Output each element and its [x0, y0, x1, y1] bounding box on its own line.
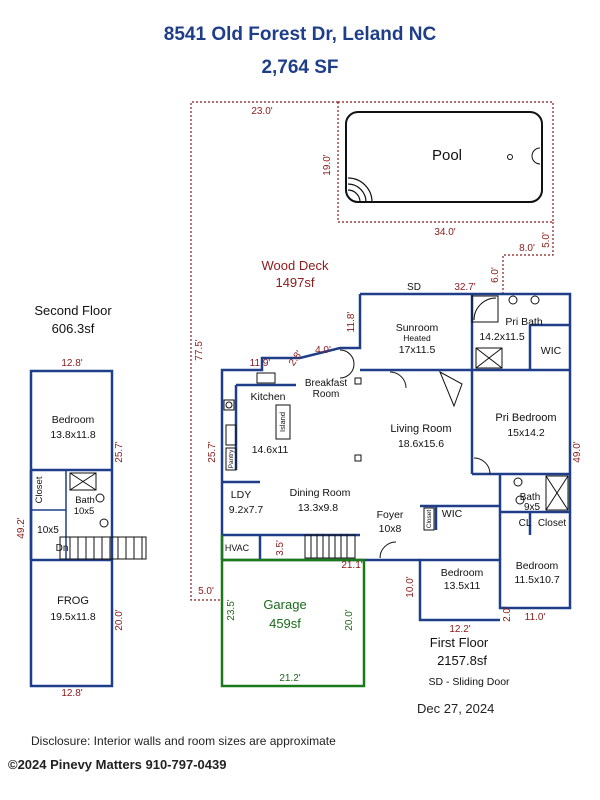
bedroom-wic-label: WIC	[442, 508, 463, 520]
garage-area: 459sf	[269, 616, 301, 631]
dim-deck-top: 23.0'	[251, 106, 272, 117]
cl-label: CL	[519, 518, 532, 529]
pri-bedroom-label: Pri Bedroom	[495, 412, 556, 424]
dim-second-right2: 20.0'	[114, 609, 125, 630]
second-bedroom-label: Bedroom	[52, 414, 95, 426]
dim-garage-left: 23.5'	[226, 599, 237, 620]
sunroom-heated: Heated	[403, 333, 431, 343]
dim-kitchen-top: 11.9'	[250, 358, 271, 369]
sunroom-size: 17x11.5	[399, 344, 436, 356]
dim-deck-step3: 6.0'	[490, 267, 501, 283]
second-bath-label: Bath	[75, 495, 95, 506]
pri-bath-size: 14.2x11.5	[479, 331, 525, 343]
address-title: 8541 Old Forest Dr, Leland NC	[163, 24, 437, 45]
second-floor-walls	[29, 369, 114, 688]
dim-4: 4.0'	[315, 345, 331, 356]
garage-label: Garage	[263, 597, 306, 612]
kitchen-label: Kitchen	[250, 391, 285, 403]
bedroom-a-size: 13.5x11	[444, 580, 481, 592]
dim-sunroom-top: 32.7'	[454, 282, 475, 293]
dim-first-left: 25.7'	[207, 441, 218, 462]
dim-deck-left: 77.5'	[194, 339, 205, 360]
pantry-label: Pantry	[228, 449, 235, 469]
dining-size: 13.3x9.8	[298, 502, 338, 514]
first-floor-fixtures	[223, 295, 569, 559]
dim-second-bottom: 12.8'	[61, 688, 82, 699]
credit-line: ©2024 Pinevy Matters 910-797-0439	[8, 757, 227, 772]
dim-21-1: 21.1'	[341, 560, 362, 571]
foyer-label: Foyer	[377, 509, 404, 521]
deck-label: Wood Deck	[262, 258, 329, 273]
living-label: Living Room	[390, 423, 451, 435]
dim-deck-step: 8.0'	[519, 243, 535, 254]
dim-second-top: 12.8'	[61, 358, 82, 369]
second-bedroom-size: 13.8x11.8	[50, 429, 96, 441]
second-dn-label: Dn	[56, 543, 69, 554]
plan-date: Dec 27, 2024	[417, 701, 495, 716]
dim-pool-height: 19.0'	[322, 154, 333, 175]
dim-bedroom-left: 10.0'	[405, 576, 416, 597]
dim-garage-right: 20.0'	[344, 609, 355, 630]
laundry-label: LDY	[231, 489, 251, 501]
dim-second-right1: 25.7'	[114, 441, 125, 462]
second-closet-label: Closet	[34, 476, 45, 503]
bath-size: 9x5	[524, 502, 541, 513]
pri-bedroom-size: 15x14.2	[507, 427, 545, 439]
dim-deck-step2: 5.0'	[541, 232, 552, 248]
first-floor-area: 2157.8sf	[437, 653, 487, 668]
disclosure: Disclosure: Interior walls and room size…	[31, 734, 336, 748]
frog-size: 19.5x11.8	[50, 611, 96, 623]
dim-bedroom-bottom: 12.2'	[449, 624, 470, 635]
dim-pool-width: 34.0'	[434, 227, 455, 238]
bedroom-b-label: Bedroom	[516, 560, 559, 572]
dim-garage-bottom: 21.2'	[279, 673, 300, 684]
dim-angle: 2.8'	[287, 349, 305, 368]
first-floor-title: First Floor	[430, 635, 489, 650]
garage-walls	[220, 535, 366, 688]
dim-3-5: 3.5'	[275, 540, 286, 556]
bedroom-a-label: Bedroom	[441, 567, 484, 579]
second-hall-size: 10x5	[37, 525, 59, 536]
dim-11: 11.0'	[525, 612, 546, 623]
pri-wic-label: WIC	[541, 345, 562, 357]
dining-label: Dining Room	[290, 487, 351, 499]
foyer-size: 10x8	[379, 523, 402, 535]
dim-2: 2.0'	[502, 606, 513, 622]
second-floor-title: Second Floor	[34, 303, 112, 318]
breakfast-label: Breakfast	[305, 378, 347, 389]
laundry-size: 9.2x7.7	[229, 504, 264, 516]
dim-first-right: 49.0'	[572, 441, 583, 462]
dim-sunroom-left: 11.8'	[346, 312, 357, 333]
second-floor-fixtures	[59, 472, 147, 560]
living-size: 18.6x15.6	[398, 438, 444, 450]
bedroom-b-size: 11.5x10.7	[514, 574, 560, 586]
legend-sd: SD - Sliding Door	[428, 676, 510, 688]
sunroom-label: Sunroom	[396, 322, 439, 334]
second-floor-stairs	[59, 536, 147, 560]
second-floor-area: 606.3sf	[52, 321, 95, 336]
pool	[345, 111, 543, 203]
closet-label: Closet	[538, 518, 567, 529]
second-bath-size: 10x5	[74, 506, 95, 517]
hvac-label: HVAC	[225, 543, 250, 553]
breakfast-label2: Room	[313, 389, 340, 400]
pri-bath-label: Pri Bath	[505, 316, 543, 328]
small-closet-label: Closet	[426, 510, 433, 529]
frog-label: FROG	[57, 595, 89, 607]
deck-area: 1497sf	[275, 275, 314, 290]
first-floor-walls	[220, 292, 572, 622]
dim-second-left: 49.2'	[16, 517, 27, 538]
bath-label: Bath	[520, 492, 541, 503]
deck-outline	[190, 101, 554, 601]
kitchen-size: 14.6x11	[252, 444, 289, 456]
dim-deck-bottom: 5.0'	[198, 586, 214, 597]
pool-label: Pool	[432, 147, 462, 164]
sd-marker: SD	[407, 282, 421, 293]
first-floor-stairs	[304, 534, 356, 559]
area-title: 2,764 SF	[261, 57, 339, 78]
island-label: Island	[278, 412, 287, 432]
